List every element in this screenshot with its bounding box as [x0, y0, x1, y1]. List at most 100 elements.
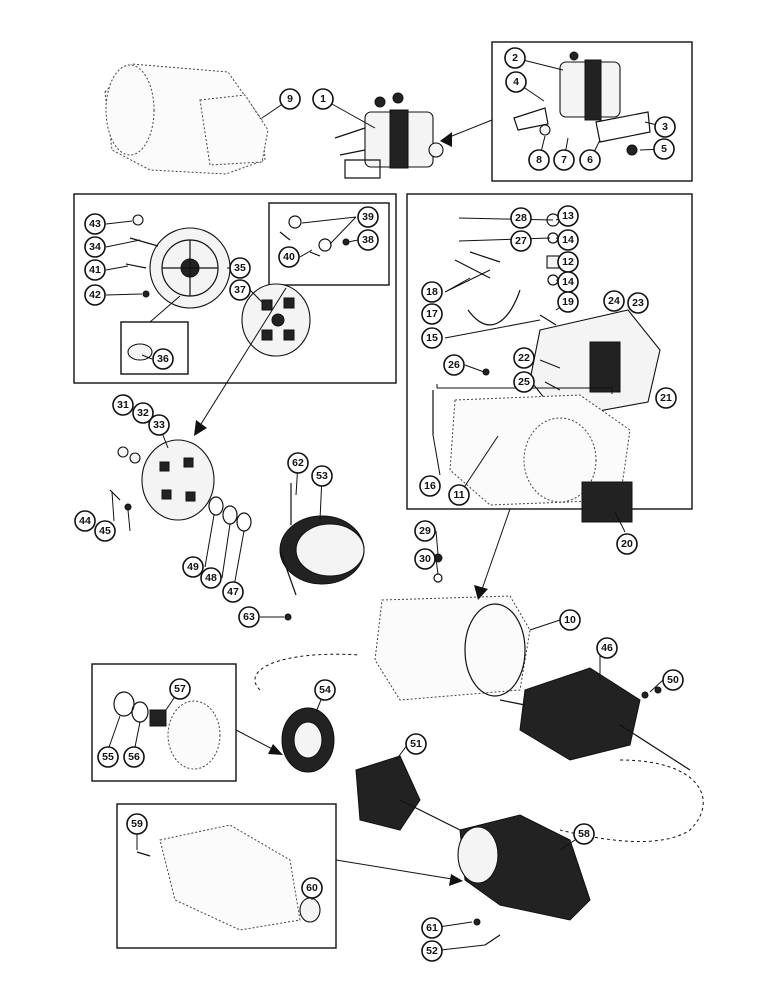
- callout-10: 10: [559, 609, 581, 631]
- callout-59: 59: [126, 813, 148, 835]
- callout-46: 46: [596, 637, 618, 659]
- svg-text:54: 54: [319, 684, 331, 696]
- svg-text:36: 36: [157, 353, 169, 365]
- callout-38: 38: [357, 229, 379, 251]
- callout-20: 20: [616, 533, 638, 555]
- svg-text:20: 20: [621, 538, 633, 550]
- svg-text:52: 52: [426, 945, 438, 957]
- svg-text:33: 33: [153, 419, 165, 431]
- drive-housing-icon: [457, 814, 591, 946]
- callout-24: 24: [603, 290, 625, 312]
- callout-57: 57: [169, 678, 191, 700]
- callout-7: 7: [553, 149, 575, 171]
- callout-4: 4: [505, 71, 527, 93]
- svg-text:21: 21: [660, 392, 672, 404]
- callout-53: 53: [311, 465, 333, 487]
- svg-text:47: 47: [227, 586, 239, 598]
- field-frame-detail-box: [406, 193, 693, 510]
- callout-27: 27: [510, 230, 532, 252]
- svg-text:13: 13: [562, 210, 574, 222]
- svg-text:3: 3: [662, 121, 668, 133]
- svg-text:46: 46: [601, 642, 613, 654]
- callout-50: 50: [662, 669, 684, 691]
- callout-33: 33: [148, 414, 170, 436]
- callout-8: 8: [528, 149, 550, 171]
- svg-text:23: 23: [632, 297, 644, 309]
- svg-text:8: 8: [536, 154, 542, 166]
- svg-text:45: 45: [99, 525, 111, 537]
- callout-26: 26: [443, 354, 465, 376]
- callout-22: 22: [513, 347, 535, 369]
- drive-assembly-icon: [355, 755, 461, 831]
- band-cover-icon: [279, 483, 365, 621]
- starter-motor-icon: [104, 63, 269, 175]
- callout-45: 45: [94, 520, 116, 542]
- callout-58: 58: [573, 823, 595, 845]
- callout-11: 11: [448, 484, 470, 506]
- callout-43: 43: [84, 213, 106, 235]
- svg-text:6: 6: [587, 154, 593, 166]
- callout-16: 16: [419, 475, 441, 497]
- callout-25: 25: [513, 371, 535, 393]
- shaft-path-icon: [254, 653, 704, 843]
- brush-spring-detail-box: [268, 202, 390, 286]
- end-plate-detail-box: [73, 193, 397, 384]
- svg-text:38: 38: [362, 234, 374, 246]
- svg-text:50: 50: [667, 674, 679, 686]
- svg-text:63: 63: [243, 611, 255, 623]
- callout-35: 35: [229, 257, 251, 279]
- svg-text:12: 12: [562, 256, 574, 268]
- housing-exploded-icon: [136, 824, 321, 931]
- svg-text:37: 37: [234, 284, 246, 296]
- svg-text:35: 35: [234, 262, 246, 274]
- svg-text:1: 1: [320, 93, 326, 105]
- solenoid-icon: [334, 92, 444, 179]
- callout-40: 40: [278, 246, 300, 268]
- svg-text:55: 55: [102, 751, 114, 763]
- svg-text:34: 34: [89, 241, 101, 253]
- callout-5: 5: [653, 138, 675, 160]
- svg-text:17: 17: [426, 308, 438, 320]
- svg-text:9: 9: [287, 93, 293, 105]
- svg-text:19: 19: [562, 296, 574, 308]
- callout-1: 1: [312, 88, 334, 110]
- callout-30: 30: [414, 548, 436, 570]
- svg-text:39: 39: [362, 211, 374, 223]
- field-frame-detail-icon: [432, 390, 633, 523]
- svg-text:14: 14: [562, 276, 574, 288]
- bushing-36-icon: [127, 343, 153, 361]
- armature-icon: [499, 667, 691, 771]
- callout-60: 60: [301, 877, 323, 899]
- end-plate-icon: [149, 227, 231, 309]
- field-coils-icon: [454, 213, 661, 419]
- housing-detail-box: [116, 803, 337, 949]
- callout-42: 42: [84, 284, 106, 306]
- callout-55: 55: [97, 746, 119, 768]
- callout-36: 36: [152, 348, 174, 370]
- solenoid-exploded-icon: [513, 51, 651, 156]
- callout-14a: 14: [557, 229, 579, 251]
- callout-63: 63: [238, 606, 260, 628]
- callout-19: 19: [557, 291, 579, 313]
- callout-3: 3: [654, 116, 676, 138]
- callout-37: 37: [229, 279, 251, 301]
- svg-text:40: 40: [283, 251, 295, 263]
- svg-text:31: 31: [117, 399, 129, 411]
- end-plate-assembled-icon: [109, 439, 215, 521]
- callout-12: 12: [557, 251, 579, 273]
- callout-6: 6: [579, 149, 601, 171]
- callout-61: 61: [421, 917, 443, 939]
- callout-62: 62: [287, 452, 309, 474]
- svg-text:44: 44: [79, 515, 91, 527]
- svg-text:58: 58: [578, 828, 590, 840]
- callout-13: 13: [557, 205, 579, 227]
- pin-34-icon: [125, 214, 159, 298]
- svg-text:42: 42: [89, 289, 101, 301]
- svg-text:41: 41: [89, 264, 101, 276]
- bushing-detail-box: [120, 321, 189, 375]
- callout-17: 17: [421, 303, 443, 325]
- drive-end-exploded-icon: [113, 691, 221, 770]
- drive-end-detail-box: [91, 663, 237, 782]
- callout-2: 2: [504, 47, 526, 69]
